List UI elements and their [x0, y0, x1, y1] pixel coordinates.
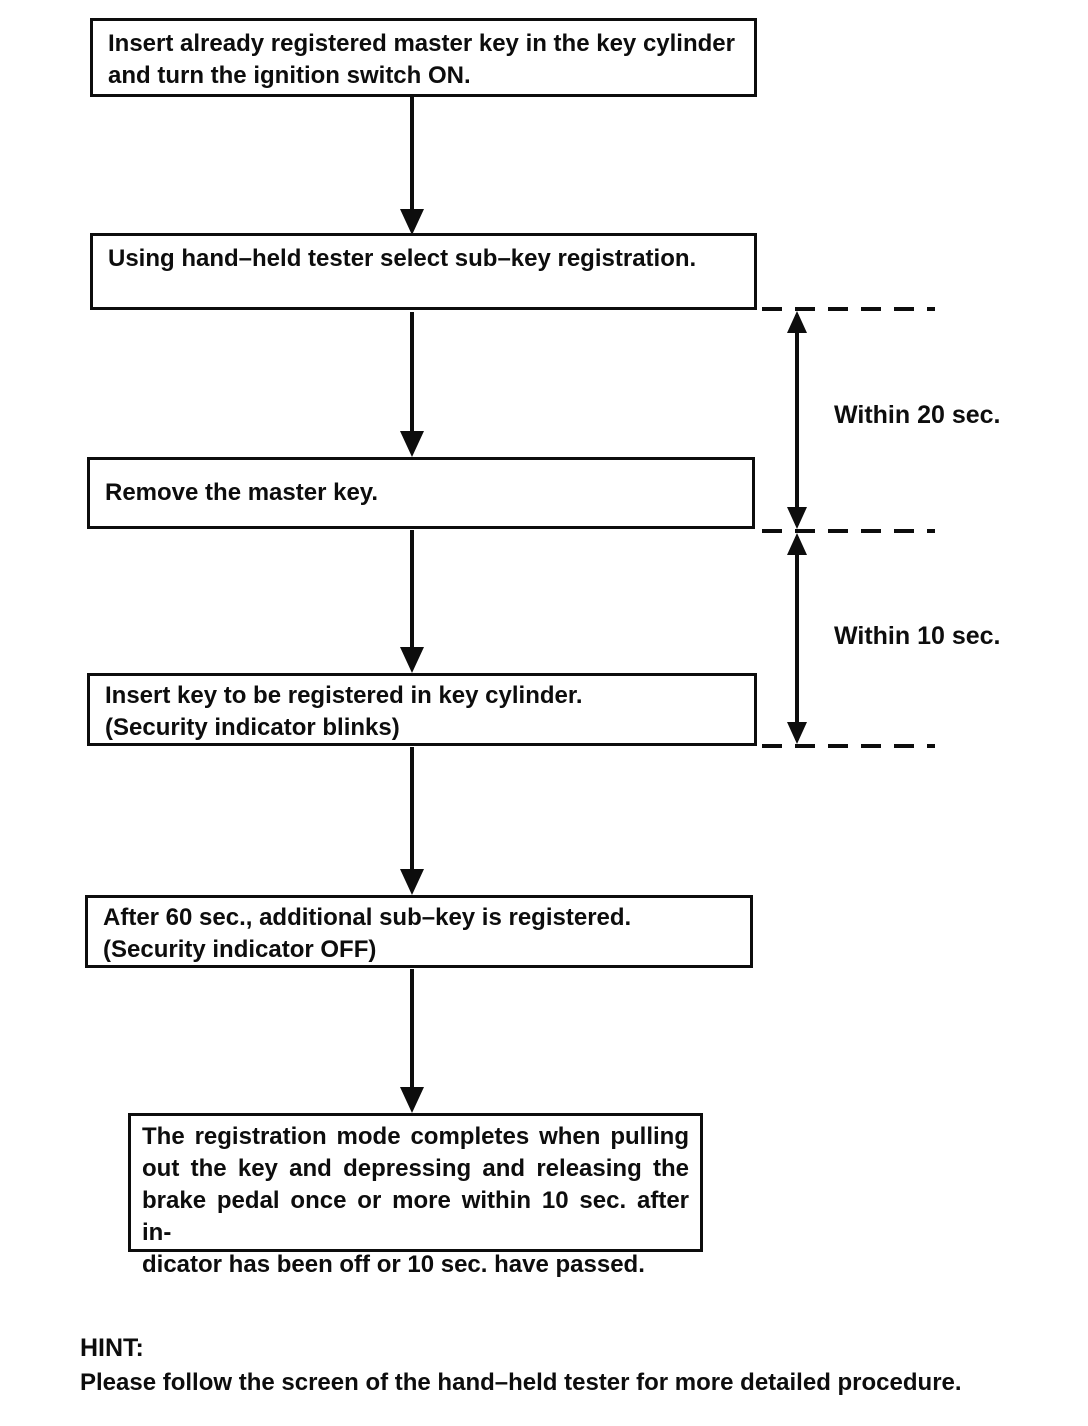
- flow-step-3: Remove the master key.: [87, 457, 755, 529]
- down-arrow-icon: [400, 969, 424, 1113]
- dashed-line-bottom: [762, 744, 935, 748]
- arrow-shaft: [795, 315, 799, 525]
- flow-step-3-line-1: Remove the master key.: [105, 479, 379, 506]
- flow-step-5: After 60 sec., additional sub–key is reg…: [85, 895, 753, 968]
- arrow-head-icon: [400, 1087, 424, 1113]
- timing-label-within-20-sec: Within 20 sec.: [834, 401, 1001, 429]
- arrow-shaft: [410, 747, 414, 871]
- hint-title: HINT:: [80, 1334, 144, 1362]
- arrow-head-icon: [400, 647, 424, 673]
- dashed-line-top: [762, 307, 935, 311]
- hint-text: Please follow the screen of the hand–hel…: [80, 1369, 962, 1396]
- flow-step-4-line-2: (Security indicator blinks): [105, 714, 400, 741]
- flow-step-1-line-1: Insert already registered master key in …: [108, 30, 735, 57]
- flow-step-6-line-1: The registration mode completes when pul…: [142, 1123, 689, 1150]
- arrow-shaft: [410, 530, 414, 649]
- dashed-line-middle: [762, 529, 935, 533]
- flow-step-1-line-2: and turn the ignition switch ON.: [108, 62, 471, 89]
- timing-label-within-10-sec: Within 10 sec.: [834, 622, 1001, 650]
- arrow-shaft: [410, 97, 414, 211]
- span-arrow-within-20-sec-icon: [787, 311, 807, 529]
- arrow-shaft: [410, 312, 414, 433]
- flow-step-4-line-1: Insert key to be registered in key cylin…: [105, 682, 583, 709]
- down-arrow-icon: [400, 747, 424, 895]
- flow-step-6-line-4: dicator has been off or 10 sec. have pas…: [142, 1251, 645, 1278]
- span-arrow-within-10-sec-icon: [787, 533, 807, 744]
- down-arrow-icon: [400, 97, 424, 235]
- flow-step-2-line-1: Using hand–held tester select sub–key re…: [108, 245, 697, 272]
- down-arrow-icon: [400, 530, 424, 673]
- flow-step-6-line-3: brake pedal once or more within 10 sec. …: [142, 1187, 689, 1246]
- flow-step-6: The registration mode completes when pul…: [128, 1113, 703, 1278]
- arrow-shaft: [795, 537, 799, 740]
- flow-step-4: Insert key to be registered in key cylin…: [87, 673, 757, 746]
- flow-step-5-line-1: After 60 sec., additional sub–key is reg…: [103, 904, 632, 931]
- arrow-head-icon: [400, 431, 424, 457]
- arrow-head-down-icon: [787, 507, 807, 529]
- down-arrow-icon: [400, 312, 424, 457]
- flow-step-2: Using hand–held tester select sub–key re…: [90, 233, 757, 310]
- arrow-head-down-icon: [787, 722, 807, 744]
- flow-step-1: Insert already registered master key in …: [90, 18, 757, 97]
- flow-step-6-line-2: out the key and depressing and releasing…: [142, 1155, 689, 1182]
- arrow-shaft: [410, 969, 414, 1089]
- flow-step-5-line-2: (Security indicator OFF): [103, 936, 377, 963]
- arrow-head-icon: [400, 209, 424, 235]
- arrow-head-icon: [400, 869, 424, 895]
